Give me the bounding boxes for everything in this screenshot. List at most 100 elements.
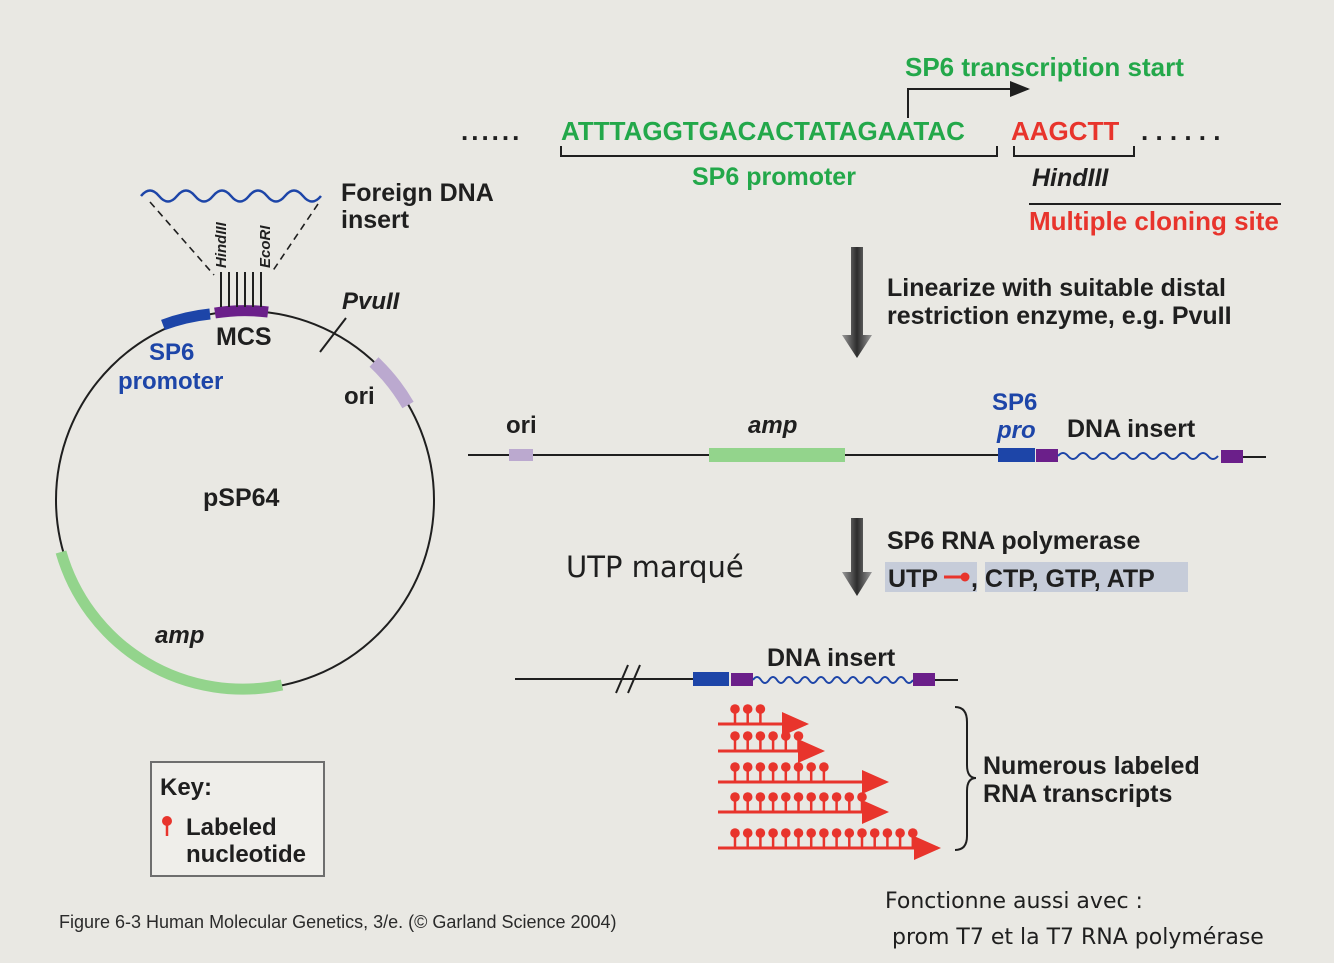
- labeled-nucleotide-icon: [162, 816, 172, 836]
- labeled-nucleotide-pin: [755, 731, 766, 751]
- labeled-nucleotide-pin: [781, 762, 791, 782]
- labeled-nucleotide-pin: [857, 792, 867, 812]
- utp-label-icon: [944, 572, 970, 582]
- mcs-sequence: AAGCTT: [1011, 116, 1119, 146]
- ori-segment: [369, 357, 414, 409]
- mcs-segment: [214, 305, 269, 319]
- template-mcs-end-segment: [913, 673, 935, 686]
- labeled-nucleotide-pin: [730, 731, 740, 751]
- labeled-nucleotide-pin: [806, 828, 816, 848]
- linear-sp6-label: SP6: [992, 389, 1037, 416]
- pvuii-site-tick: [319, 317, 347, 353]
- amp-segment: [55, 550, 284, 695]
- labeled-nucleotide-pin: [730, 762, 740, 782]
- mcs-label: MCS: [216, 323, 272, 351]
- utp-label: UTP: [888, 565, 938, 593]
- labeled-nucleotide-pin: [806, 792, 816, 812]
- labeled-nucleotide-pin: [819, 792, 829, 812]
- template-mcs-segment: [731, 673, 753, 686]
- linear-mcs-end-segment: [1221, 450, 1243, 463]
- sp6-label: SP6: [149, 339, 194, 366]
- template-insert-wave: [752, 676, 914, 684]
- linear-ori-label: ori: [506, 412, 537, 439]
- break-mark-2: [627, 664, 641, 694]
- key-label-1: Labeled: [186, 814, 277, 841]
- linear-amp-label: amp: [748, 412, 797, 439]
- mcs-site-lines: [220, 272, 262, 307]
- break-mark-1: [615, 664, 629, 694]
- linearized-plasmid: ori amp SP6 pro DNA insert: [468, 389, 1266, 463]
- key-label-2: nucleotide: [186, 841, 306, 868]
- labeled-nucleotide-pin: [742, 792, 753, 812]
- labeled-nucleotide-pin: [831, 828, 842, 848]
- transcripts-label-2: RNA transcripts: [983, 780, 1172, 808]
- labeled-nucleotide-pin: [730, 792, 740, 812]
- labeled-nucleotide-pin: [742, 762, 753, 782]
- labeled-nucleotide-pin: [869, 828, 880, 848]
- labeled-nucleotide-pin: [793, 828, 804, 848]
- labeled-nucleotide-pin: [755, 762, 766, 782]
- transcription-arrow-icon: [842, 518, 872, 596]
- labeled-nucleotide-pin: [781, 828, 791, 848]
- labeled-nucleotide-pin: [819, 762, 829, 782]
- linear-dna-insert-label: DNA insert: [1067, 415, 1196, 443]
- labeled-nucleotide-pin: [781, 731, 791, 751]
- nucleotides-label: , CTP, GTP, ATP: [971, 565, 1155, 593]
- linearize-arrow-icon: [842, 247, 872, 358]
- transcription-step: SP6 RNA polymerase UTP , CTP, GTP, ATP U…: [566, 518, 1188, 596]
- hindiii-vertical-label: HindIII: [213, 221, 230, 268]
- hindiii-site-label: HindIII: [1032, 164, 1109, 192]
- sp6-promoter-segment: [161, 308, 211, 331]
- labeled-nucleotide-pin: [755, 828, 766, 848]
- labeled-nucleotide-pin: [742, 731, 753, 751]
- sequence-dots-left: ......: [461, 116, 522, 146]
- labeled-nucleotide-pin: [819, 828, 829, 848]
- transcription-start-label: SP6 transcription start: [905, 52, 1184, 82]
- hindiii-bracket: [1013, 146, 1135, 157]
- foreign-dna-label-2: insert: [341, 206, 410, 234]
- insert-dashed-right: [271, 203, 319, 273]
- transcripts-label-1: Numerous labeled: [983, 752, 1200, 780]
- footnote-line-1: Fonctionne aussi avec :: [885, 889, 1143, 914]
- linear-ori-segment: [509, 449, 533, 461]
- insert-dashed-left: [149, 201, 215, 276]
- figure-caption: Figure 6-3 Human Molecular Genetics, 3/e…: [59, 912, 617, 932]
- labeled-nucleotide-pin: [793, 731, 804, 751]
- template-sp6-segment: [693, 672, 729, 686]
- sp6-promoter-label: SP6 promoter: [692, 163, 856, 191]
- sequence-block: SP6 transcription start ...... ATTTAGGTG…: [461, 52, 1281, 236]
- linear-sp6-segment: [998, 448, 1035, 462]
- template-dna-insert-label: DNA insert: [767, 644, 896, 672]
- labeled-nucleotide-pin: [806, 762, 816, 782]
- labeled-nucleotide-pin: [793, 762, 804, 782]
- promoter-label: promoter: [118, 368, 223, 395]
- multiple-cloning-site-label: Multiple cloning site: [1029, 206, 1279, 236]
- labeled-nucleotide-pin: [908, 828, 918, 848]
- labeled-nucleotide-pin: [768, 762, 778, 782]
- labeled-nucleotide-pin: [844, 828, 855, 848]
- ori-label: ori: [344, 383, 375, 410]
- labeled-nucleotide-pin: [857, 828, 867, 848]
- foreign-dna-label-1: Foreign DNA: [341, 179, 494, 207]
- sequence-dots-right: . . . . . .: [1141, 116, 1220, 146]
- labeled-nucleotide-pin: [768, 731, 778, 751]
- labeled-nucleotide-pin: [793, 792, 804, 812]
- plasmid-name: pSP64: [203, 484, 280, 512]
- linear-insert-wave: [1057, 452, 1219, 460]
- labeled-nucleotide-pin: [742, 704, 753, 724]
- labeled-nucleotide-pin: [742, 828, 753, 848]
- promoter-bracket: [560, 146, 998, 157]
- transcription-start-arrow: [907, 81, 1030, 118]
- promoter-sequence: ATTTAGGTGACACTATAGAATAC: [561, 116, 965, 146]
- key-box: Key: Labeled nucleotide: [150, 761, 325, 877]
- labeled-nucleotide-pin: [882, 828, 893, 848]
- linearize-step: Linearize with suitable distal restricti…: [842, 247, 1232, 358]
- pvuii-label: PvuII: [342, 288, 401, 315]
- amp-label: amp: [155, 622, 204, 649]
- transcripts-brace: [954, 706, 977, 851]
- labeled-nucleotide-pin: [844, 792, 855, 812]
- transcription-products: DNA insert Numerous labeled RNA transcri…: [515, 644, 1200, 860]
- labeled-nucleotide-pin: [755, 704, 766, 724]
- labeled-nucleotide-pin: [831, 792, 842, 812]
